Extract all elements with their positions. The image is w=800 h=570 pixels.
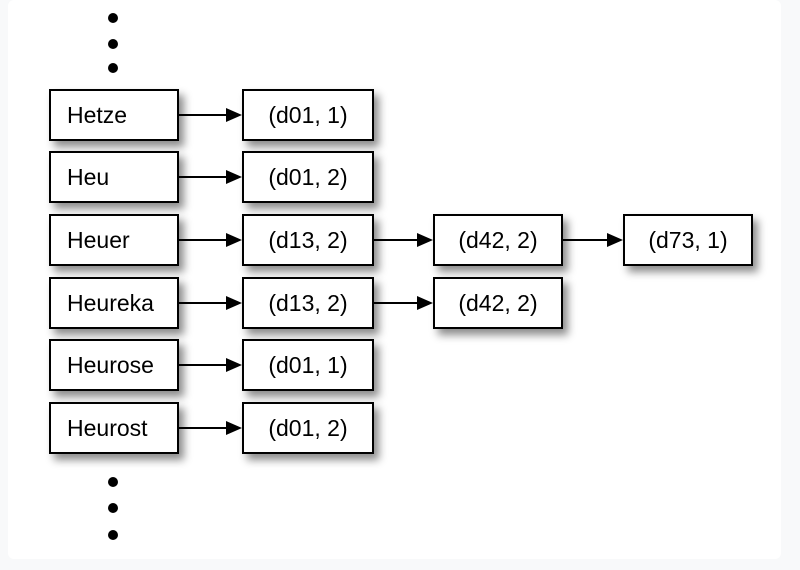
posting-box: (d01, 2)	[242, 402, 374, 454]
posting-box: (d01, 1)	[242, 339, 374, 391]
arrow-right-icon	[374, 296, 433, 310]
posting-box: (d13, 2)	[242, 214, 374, 266]
inverted-index-diagram: Hetze (d01, 1) Heu (d01, 2) Heuer (d13, …	[8, 0, 781, 559]
posting-box: (d01, 1)	[242, 89, 374, 141]
arrow-right-icon	[179, 421, 242, 435]
ellipsis-dot-icon	[108, 63, 118, 73]
term-box-heurose: Heurose	[49, 339, 179, 391]
arrow-right-icon	[179, 108, 242, 122]
ellipsis-dot-icon	[108, 477, 118, 487]
posting-box: (d73, 1)	[623, 214, 753, 266]
posting-box: (d42, 2)	[433, 214, 563, 266]
term-box-heurost: Heurost	[49, 402, 179, 454]
term-box-hetze: Hetze	[49, 89, 179, 141]
arrow-right-icon	[562, 233, 623, 247]
term-box-heureka: Heureka	[49, 277, 179, 329]
arrow-right-icon	[374, 233, 433, 247]
ellipsis-dot-icon	[108, 13, 118, 23]
posting-box: (d42, 2)	[433, 277, 563, 329]
arrow-right-icon	[179, 170, 242, 184]
ellipsis-dot-icon	[108, 530, 118, 540]
arrow-right-icon	[179, 233, 242, 247]
term-box-heu: Heu	[49, 151, 179, 203]
arrow-right-icon	[179, 358, 242, 372]
term-box-heuer: Heuer	[49, 214, 179, 266]
arrow-right-icon	[179, 296, 242, 310]
ellipsis-dot-icon	[108, 39, 118, 49]
posting-box: (d01, 2)	[242, 151, 374, 203]
ellipsis-dot-icon	[108, 503, 118, 513]
posting-box: (d13, 2)	[242, 277, 374, 329]
